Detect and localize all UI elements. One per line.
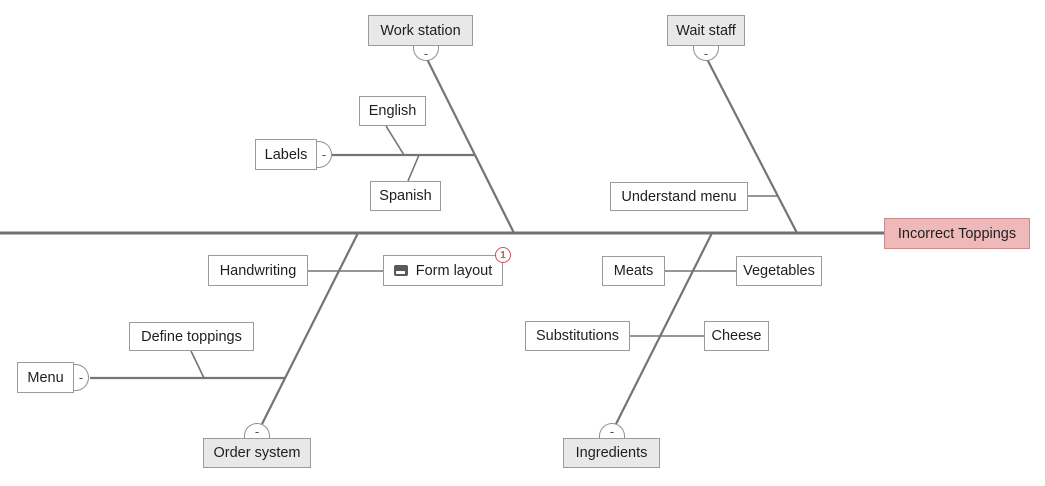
node-order-system[interactable]: Order system (203, 438, 311, 468)
bone-ingredients[interactable] (615, 232, 713, 425)
node-label: Spanish (379, 188, 432, 204)
node-label: English (368, 103, 417, 119)
bone-order-system[interactable] (261, 232, 359, 425)
node-define-toppings[interactable]: Define toppings (129, 322, 254, 351)
node-work-station[interactable]: Work station (368, 15, 473, 46)
node-incorrect-toppings[interactable]: Incorrect Toppings (884, 218, 1030, 249)
node-understand-menu[interactable]: Understand menu (610, 182, 748, 211)
connector-spanish[interactable] (407, 154, 420, 182)
comment-count-badge[interactable]: 1 (495, 247, 511, 263)
node-label: Meats (613, 263, 654, 279)
collapse-minus-glyph: - (609, 423, 615, 439)
collapse-minus-glyph: - (423, 45, 429, 61)
connector-define-toppings[interactable] (190, 350, 205, 379)
node-menu[interactable]: Menu (17, 362, 74, 393)
node-label: Substitutions (535, 328, 620, 344)
node-label: Menu (27, 369, 64, 386)
node-spanish[interactable]: Spanish (370, 181, 441, 211)
node-label: Handwriting (219, 262, 297, 279)
collapse-minus-glyph: - (254, 423, 260, 439)
connector-english[interactable] (385, 125, 405, 156)
node-vegetables[interactable]: Vegetables (736, 256, 822, 286)
comment-icon (393, 265, 408, 276)
node-cheese[interactable]: Cheese (704, 321, 769, 351)
node-label: Order system (213, 445, 301, 461)
node-label: Define toppings (141, 328, 242, 345)
node-handwriting[interactable]: Handwriting (208, 255, 308, 286)
node-form-layout[interactable]: Form layout 1 (383, 247, 511, 286)
node-label: Wait staff (676, 22, 736, 39)
collapse-minus-glyph: - (703, 45, 709, 61)
node-label: Work station (380, 22, 461, 39)
node-label: Vegetables (743, 263, 815, 279)
collapse-minus-glyph: - (78, 370, 84, 385)
node-label: Form layout (415, 262, 493, 279)
bone-wait-staff[interactable] (706, 58, 798, 234)
node-ingredients[interactable]: Ingredients (563, 438, 660, 468)
node-label: Labels (264, 146, 308, 163)
node-labels[interactable]: Labels (255, 139, 317, 170)
node-label: Ingredients (575, 445, 648, 461)
node-label: Cheese (711, 328, 762, 344)
collapse-minus-glyph: - (321, 147, 327, 162)
bone-work-station[interactable] (426, 58, 515, 234)
node-label: Incorrect Toppings (897, 225, 1017, 242)
node-substitutions[interactable]: Substitutions (525, 321, 630, 351)
node-wait-staff[interactable]: Wait staff (667, 15, 745, 46)
node-label: Understand menu (621, 188, 737, 205)
node-english[interactable]: English (359, 96, 426, 126)
node-meats[interactable]: Meats (602, 256, 665, 286)
